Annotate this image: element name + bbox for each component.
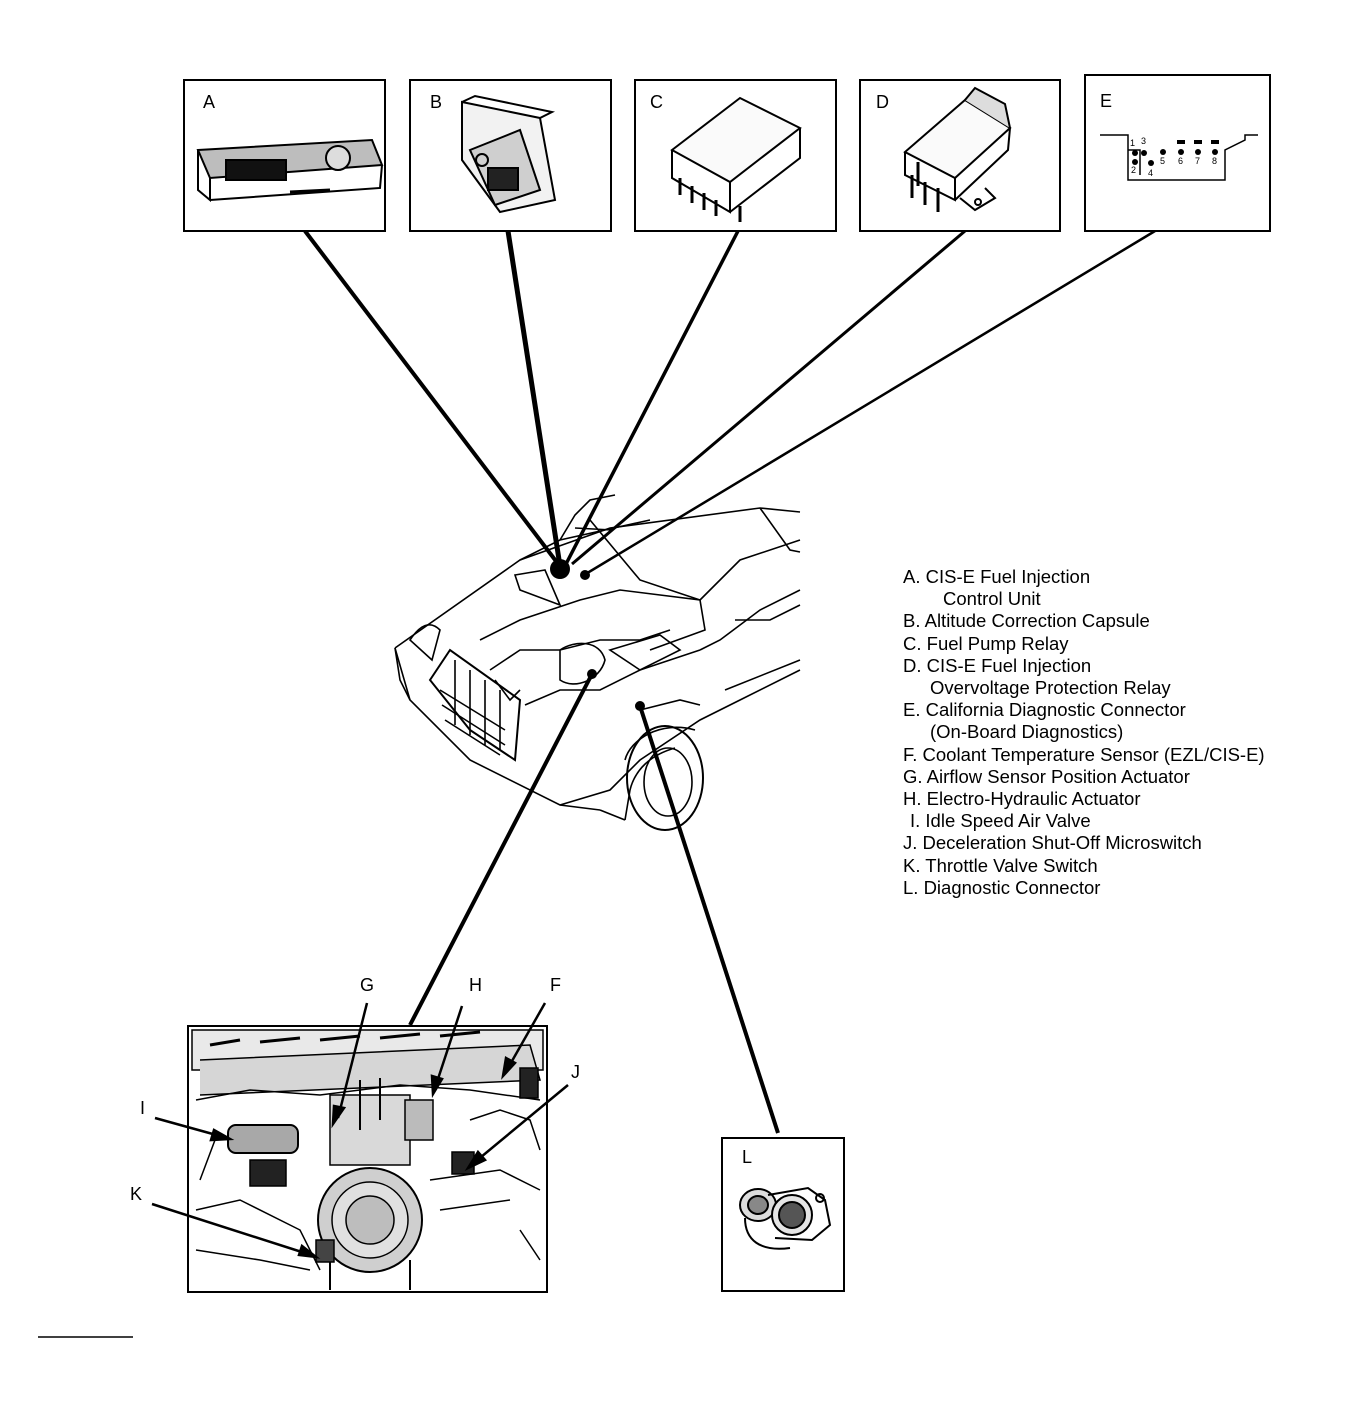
- legend-item-c: C. Fuel Pump Relay: [903, 632, 1069, 654]
- mount-point-dot: [580, 570, 590, 580]
- pin-label: 8: [1212, 156, 1217, 166]
- altitude-capsule-icon: [461, 94, 557, 214]
- leader-l: [638, 705, 780, 1134]
- leader-d: [571, 229, 966, 566]
- callout-j: J: [571, 1062, 580, 1082]
- pin-label: 2: [1131, 165, 1136, 175]
- relay-icon: [670, 96, 802, 222]
- pin-label: 3: [1141, 136, 1146, 146]
- overvoltage-relay-icon: [903, 86, 1012, 212]
- legend: A. CIS-E Fuel Injection Control Unit B. …: [903, 566, 1343, 899]
- callout-labels: G H F J I K: [130, 975, 580, 1204]
- diagnostic-connector-icon: [1100, 134, 1258, 181]
- mount-point-dot: [635, 701, 645, 711]
- legend-item-b: B. Altitude Correction Capsule: [903, 610, 1150, 632]
- box-d: D: [859, 79, 1061, 232]
- diagnostic-socket-icon: [739, 1186, 832, 1250]
- connector-pin-labels: 1 3 2 4 5 6 7 8: [1130, 136, 1217, 178]
- engine-photo: [191, 1029, 544, 1290]
- connector-pins: [1132, 140, 1219, 166]
- box-b: B: [409, 79, 612, 232]
- legend-item-l: L. Diagnostic Connector: [903, 876, 1101, 898]
- control-unit-icon: [196, 138, 384, 203]
- callout-arrows: [151, 1002, 569, 1259]
- pin-label: 1: [1130, 138, 1135, 148]
- legend-item-h: H. Electro-Hydraulic Actuator: [903, 788, 1141, 810]
- callout-h: H: [469, 975, 482, 995]
- callout-k: K: [130, 1184, 142, 1204]
- pin-label: 5: [1160, 156, 1165, 166]
- legend-item-k: K. Throttle Valve Switch: [903, 854, 1098, 876]
- legend-item-d-cont: Overvoltage Protection Relay: [930, 677, 1171, 699]
- mount-point-dot: [550, 559, 570, 579]
- box-l-label: L: [742, 1147, 752, 1167]
- box-b-label: B: [430, 92, 442, 112]
- legend-item-j: J. Deceleration Shut-Off Microswitch: [903, 832, 1202, 854]
- callout-g: G: [360, 975, 374, 995]
- leader-e: [583, 229, 1156, 577]
- callout-f: F: [550, 975, 561, 995]
- box-d-label: D: [876, 92, 889, 112]
- pin-label: 4: [1148, 168, 1153, 178]
- legend-item-e-cont: (On-Board Diagnostics): [930, 721, 1124, 743]
- box-e: E 1 3 2 4 5 6 7 8: [1084, 74, 1271, 232]
- box-c: C: [634, 79, 837, 232]
- pin-label: 6: [1178, 156, 1183, 166]
- leader-a: [303, 229, 564, 571]
- legend-item-g: G. Airflow Sensor Position Actuator: [903, 765, 1190, 787]
- leader-c: [564, 230, 740, 565]
- leader-f-group: [408, 673, 594, 1026]
- legend-item-a-cont: Control Unit: [943, 588, 1041, 610]
- box-e-label: E: [1100, 91, 1112, 111]
- legend-item-e: E. California Diagnostic Connector: [903, 699, 1186, 721]
- box-l: L: [721, 1137, 845, 1292]
- box-a: A: [183, 79, 386, 232]
- vehicle-illustration: [394, 494, 801, 831]
- legend-item-d: D. CIS-E Fuel Injection: [903, 654, 1092, 676]
- leader-b: [505, 230, 563, 567]
- pin-label: 7: [1195, 156, 1200, 166]
- legend-item-i: I. Idle Speed Air Valve: [910, 810, 1091, 832]
- box-c-label: C: [650, 92, 663, 112]
- legend-item-f: F. Coolant Temperature Sensor (EZL/CIS-E…: [903, 743, 1265, 765]
- engine-bay-inset: G H F J I K: [130, 975, 580, 1293]
- box-a-label: A: [203, 92, 215, 112]
- callout-i: I: [140, 1098, 145, 1118]
- legend-item-a: A. CIS-E Fuel Injection: [903, 566, 1091, 587]
- leader-lines: [303, 229, 1156, 1134]
